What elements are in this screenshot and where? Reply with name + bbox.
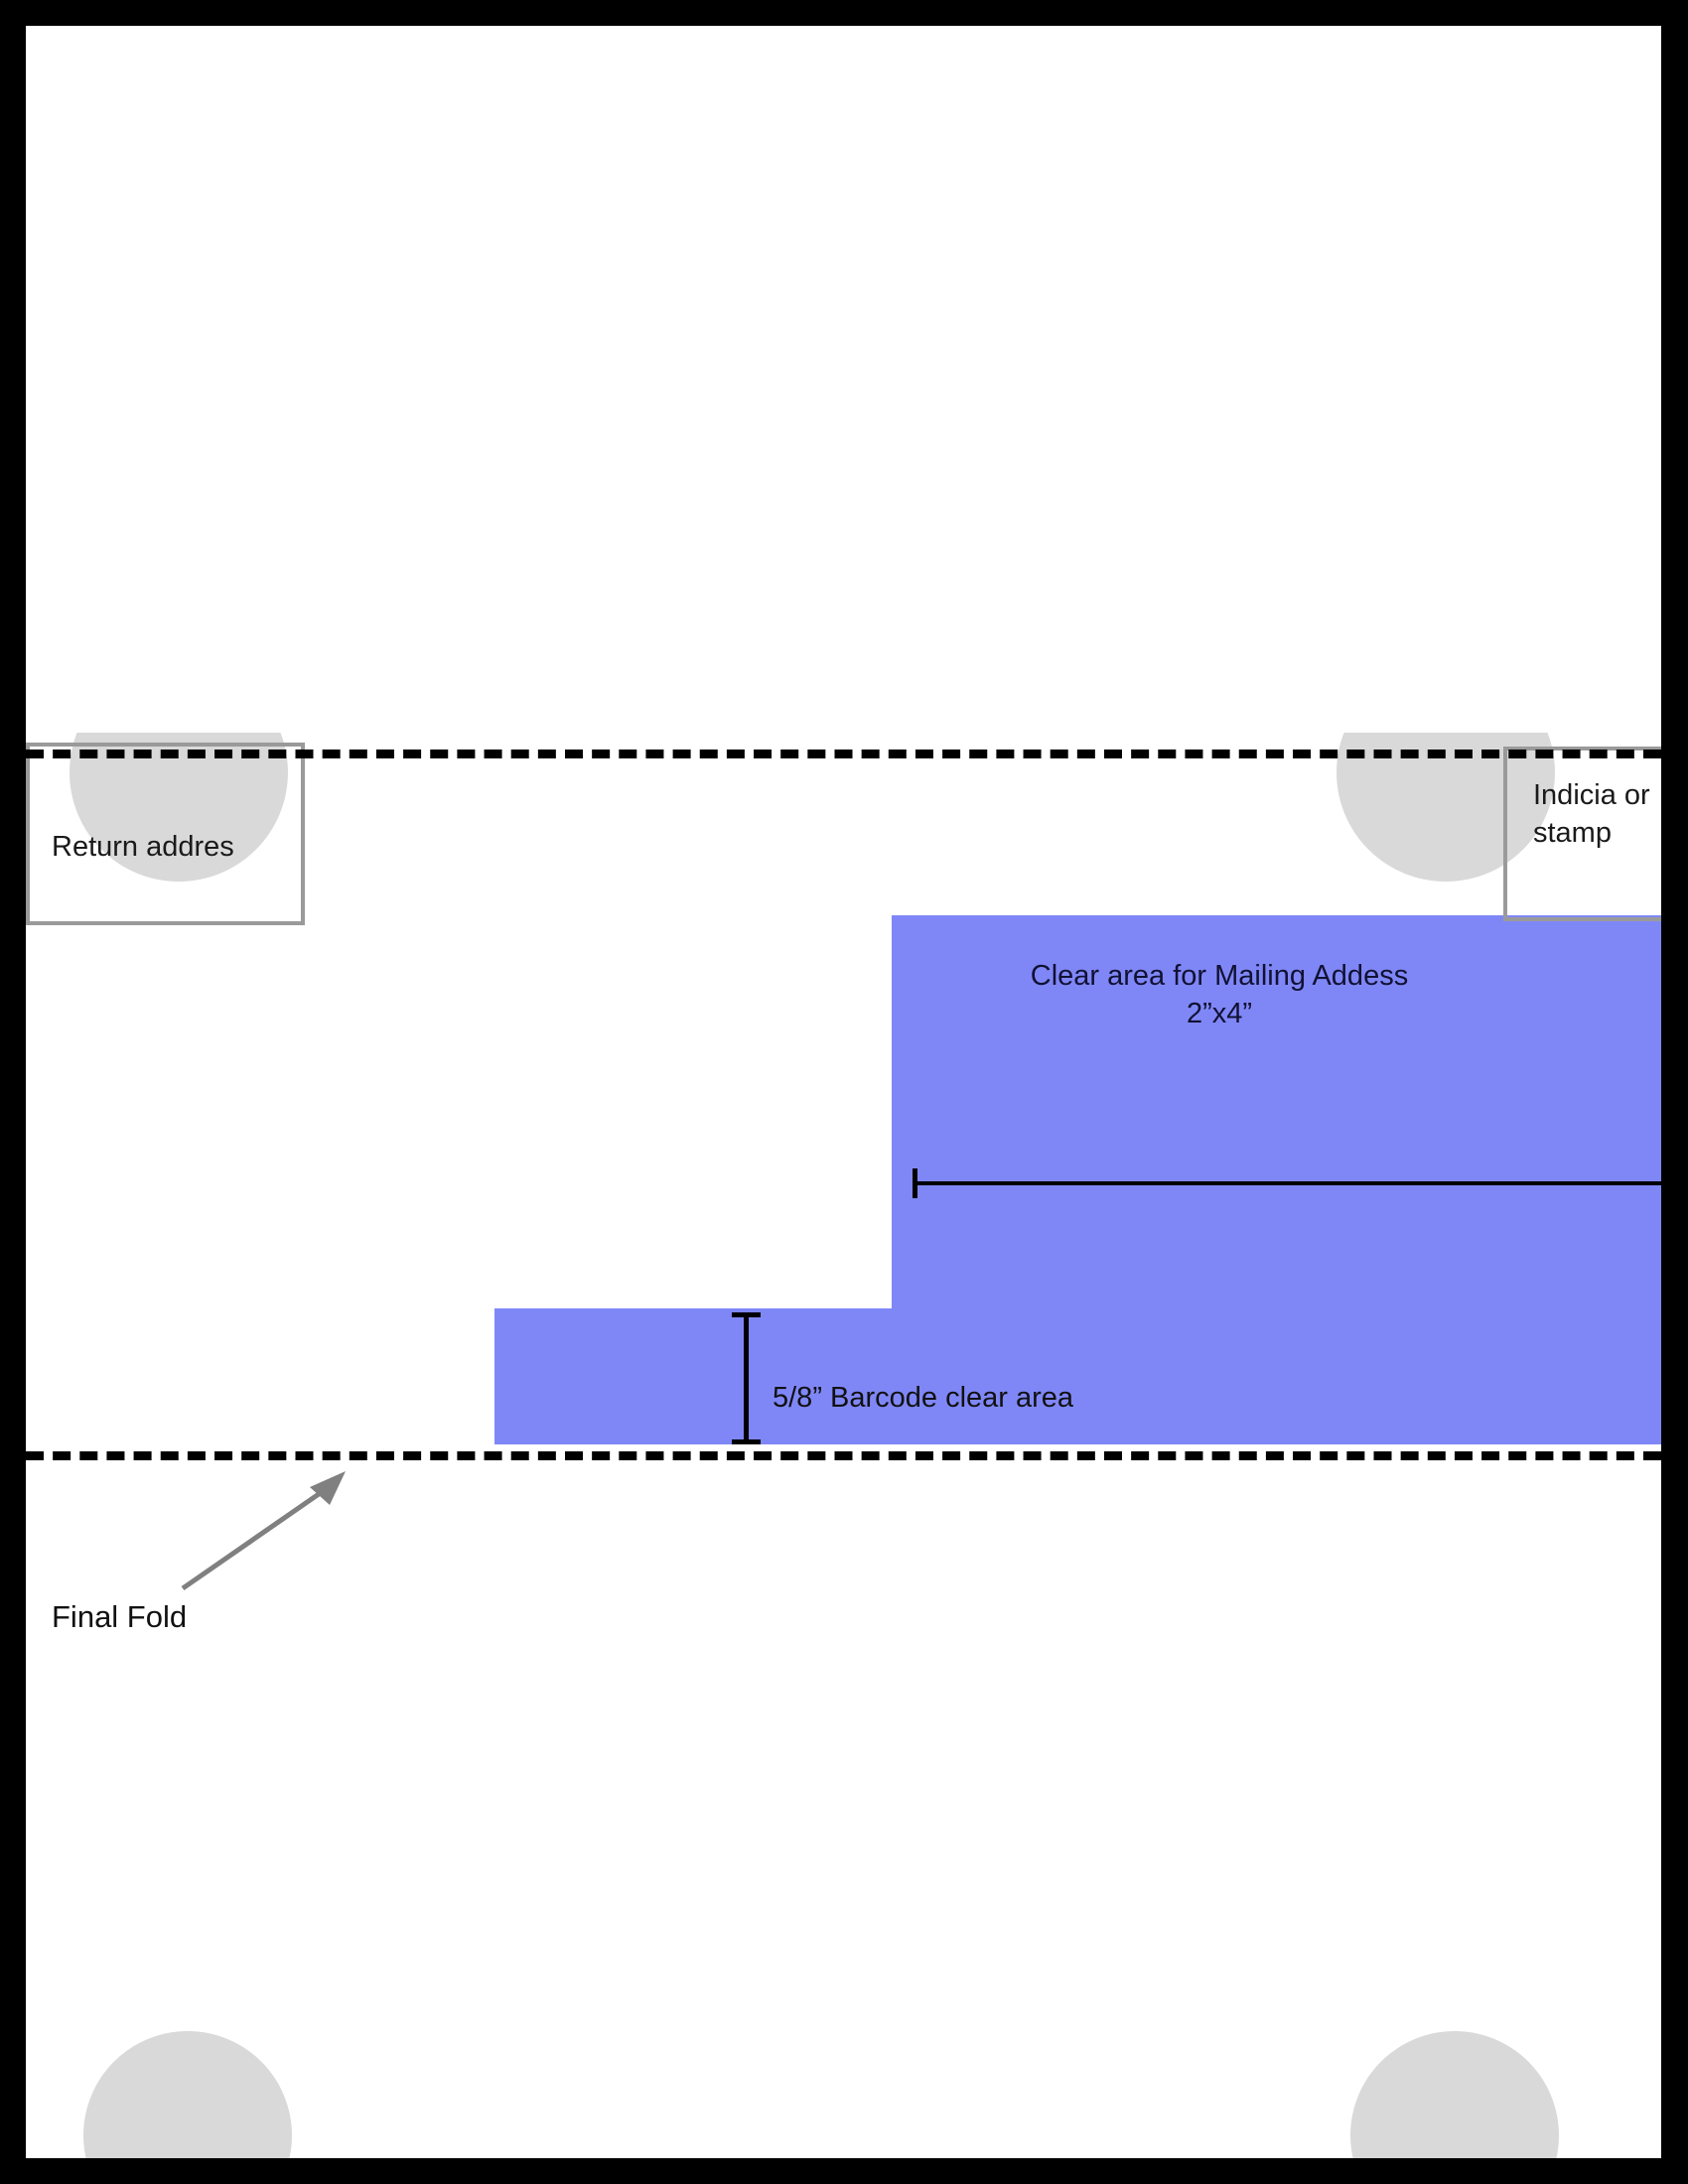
indicia-stamp-label: Indicia or stamp [1533, 779, 1650, 849]
decor-circle-clip-bottom-right [1350, 2031, 1559, 2158]
mailing-address-label-line1: Clear area for Mailing Addess [1030, 960, 1409, 992]
decor-circle-bottom-left-icon [83, 2031, 292, 2158]
barcode-height-dimension-line [732, 1312, 761, 1444]
indicia-stamp-box[interactable] [1503, 747, 1661, 921]
return-address-label: Return addres [52, 831, 234, 863]
final-fold-label: Final Fold [52, 1599, 188, 1634]
barcode-clear-area-label: 5/8” Barcode clear area [773, 1382, 1074, 1414]
paper-sheet: Clear area for Mailing Addess 2”x4” 5/8”… [26, 26, 1661, 2158]
return-address-box[interactable] [26, 743, 305, 925]
final-fold-arrow-icon [181, 1471, 346, 1591]
final-fold-line [26, 1451, 1661, 1460]
decor-circle-clip-bottom-left [83, 2031, 292, 2158]
decor-circle-bottom-right-icon [1350, 2031, 1559, 2158]
mailing-address-label-line2: 2”x4” [1186, 998, 1253, 1029]
top-fold-line [26, 750, 1661, 758]
barcode-clear-area [494, 1308, 1661, 1444]
mailing-width-dimension-line [913, 1168, 1661, 1198]
